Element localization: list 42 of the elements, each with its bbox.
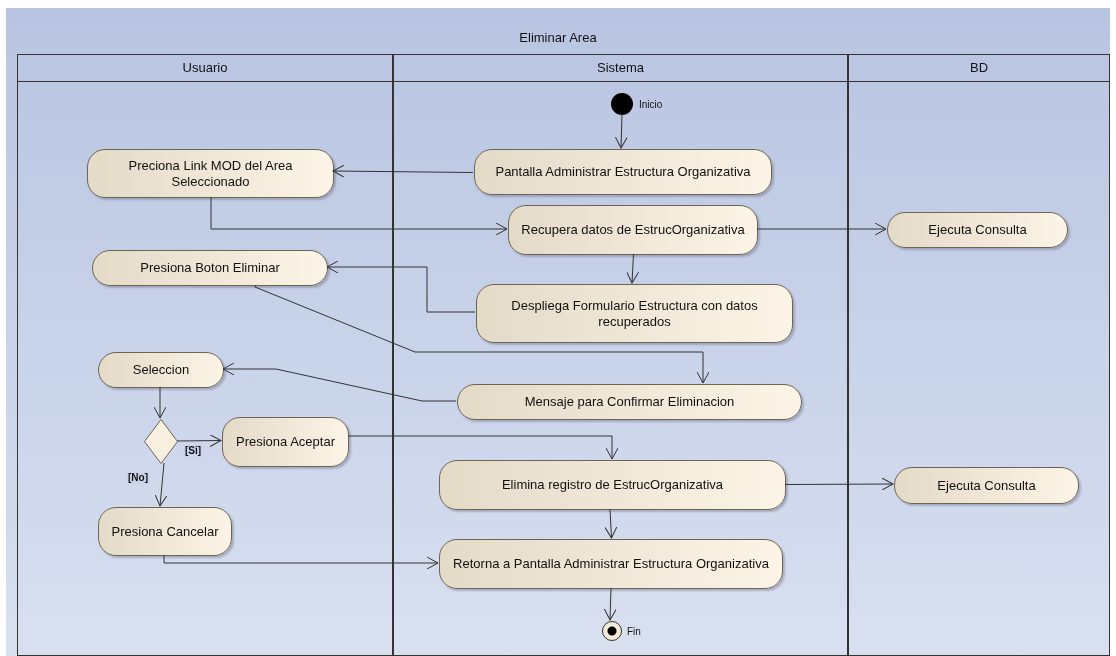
action-box: Ejecuta Consulta <box>894 467 1079 504</box>
swimlane <box>393 54 848 656</box>
lane-header: Sistema <box>394 55 847 82</box>
action-box: Mensaje para Confirmar Eliminacion <box>457 384 802 420</box>
arrow <box>254 284 710 384</box>
action-box: Despliega Formulario Estructura con datos recuperados <box>476 284 793 343</box>
activity-frame <box>6 8 1110 656</box>
action-box: Presiona Boton Eliminar <box>92 250 328 286</box>
arrow <box>332 164 474 178</box>
arrow <box>153 386 167 419</box>
arrow <box>603 587 617 621</box>
swimlane <box>848 54 1110 656</box>
node-caption: Fin <box>627 625 641 637</box>
arrow <box>626 253 640 284</box>
arrow <box>604 508 618 539</box>
arrow <box>163 554 439 570</box>
action-box: Pantalla Administrar Estructura Organizativa <box>474 149 772 195</box>
arrow <box>222 362 457 402</box>
arrow <box>176 434 222 448</box>
arrow <box>326 260 476 313</box>
arrow <box>756 222 887 236</box>
action-box: Recupera datos de EstrucOrganizativa <box>508 205 758 255</box>
edge-label: [No] <box>127 472 149 484</box>
lane-header: BD <box>849 55 1109 82</box>
action-box: Presiona Aceptar <box>222 417 349 467</box>
decision-diamond <box>144 419 178 464</box>
node-caption: Inicio <box>639 98 663 110</box>
swimlane <box>17 54 393 656</box>
action-box: Elimina registro de EstrucOrganizativa <box>439 460 786 510</box>
arrow <box>347 435 619 460</box>
action-box: Ejecuta Consulta <box>887 212 1068 248</box>
action-box: Preciona Link MOD del Area Seleccionado <box>87 149 334 198</box>
arrow <box>154 462 168 507</box>
arrow <box>784 477 894 491</box>
action-box: Retorna a Pantalla Administrar Estructura Organizativa <box>439 539 783 589</box>
edge-label: [Si] <box>184 445 203 457</box>
action-box: Seleccion <box>98 352 224 388</box>
frame-title: Eliminar Area <box>518 30 598 45</box>
arrow <box>210 196 508 236</box>
lane-header: Usuario <box>18 55 392 82</box>
action-box: Presiona Cancelar <box>98 507 232 556</box>
arrow <box>614 113 628 149</box>
